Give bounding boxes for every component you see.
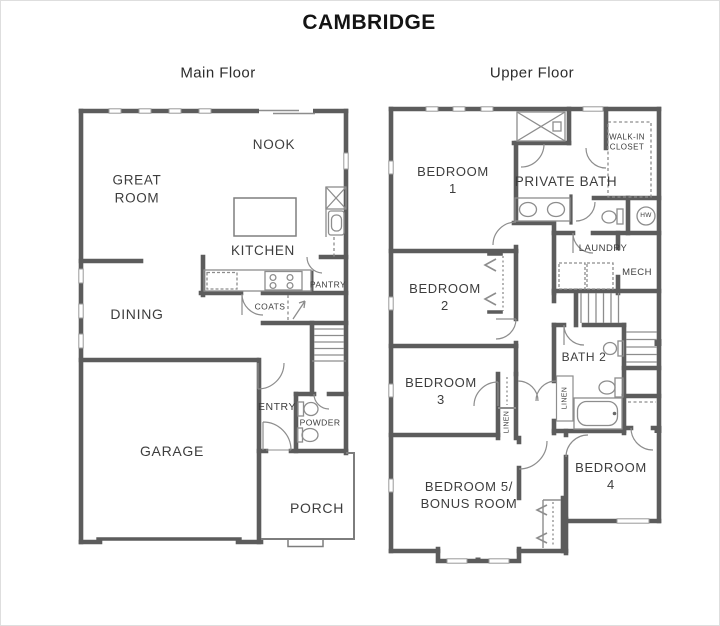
- closet-label-linen-bath: LINEN: [561, 386, 569, 410]
- room-label-bedroom-3: BEDROOM 3: [405, 375, 477, 407]
- room-label-porch: PORCH: [289, 499, 345, 516]
- room-label-dining: DINING: [110, 305, 164, 322]
- hot-water-tank-label: HW: [640, 211, 652, 219]
- room-label-bedroom-2: BEDROOM 2: [409, 281, 481, 313]
- room-label-entry: ENTRY: [257, 401, 297, 414]
- room-label-garage: GARAGE: [139, 442, 205, 459]
- room-label-bedroom-4: BEDROOM 4: [575, 460, 647, 492]
- room-label-mech: MECH: [622, 266, 652, 278]
- room-label-laundry: LAUNDRY: [578, 242, 628, 254]
- room-label-private-bath: PRIVATE BATH: [514, 174, 618, 190]
- room-label-walk-in-closet: WALK-IN CLOSET: [609, 132, 645, 152]
- room-label-coats: COATS: [254, 301, 286, 312]
- closet-label-linen-hall: LINEN: [503, 410, 511, 434]
- room-label-pantry: PANTRY: [309, 279, 347, 290]
- room-label-kitchen: KITCHEN: [231, 243, 295, 259]
- room-label-powder: POWDER: [299, 417, 341, 428]
- room-label-bedroom-5-bonus: BEDROOM 5/ BONUS ROOM: [420, 479, 518, 511]
- main-floor-name: Main Floor: [180, 64, 256, 82]
- room-label-nook: NOOK: [252, 137, 296, 153]
- upper-floor-name: Upper Floor: [489, 64, 575, 82]
- room-label-bedroom-1: BEDROOM 1: [417, 164, 489, 196]
- page-title: CAMBRIDGE: [302, 11, 436, 34]
- room-label-great-room: GREAT ROOM: [112, 172, 162, 205]
- room-label-bath-2: BATH 2: [561, 350, 607, 365]
